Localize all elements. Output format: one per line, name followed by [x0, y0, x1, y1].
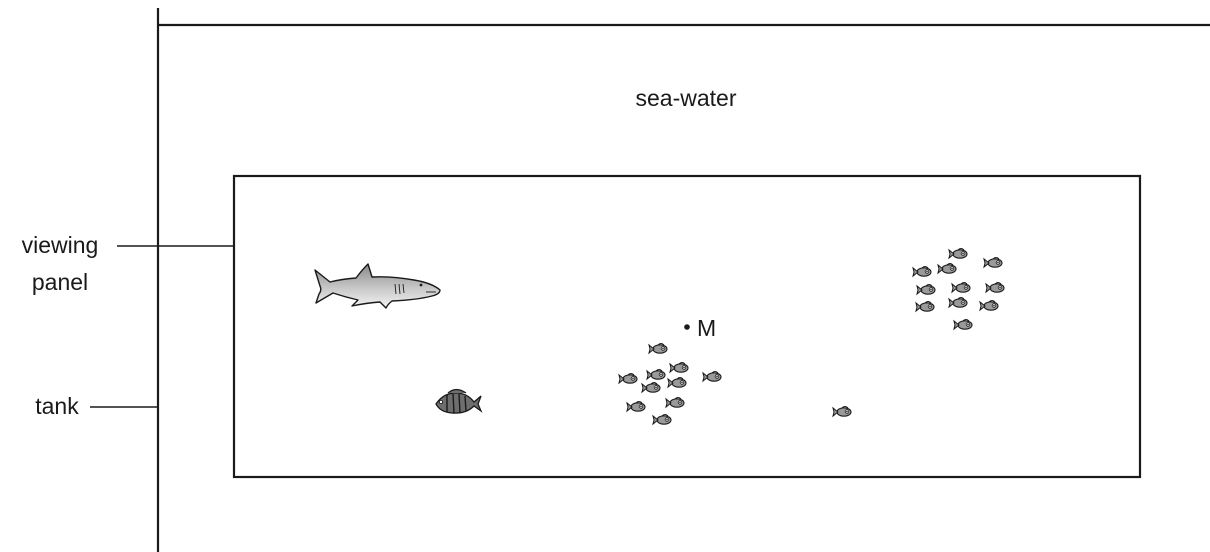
single-small-fish-icon: [832, 405, 852, 417]
viewing-panel: [232, 174, 1142, 479]
shark-icon: [314, 263, 441, 309]
viewing-panel-label-line2: panel: [32, 269, 88, 295]
tank-label: tank: [35, 393, 79, 419]
striped-fish-icon: [435, 388, 483, 414]
viewing-panel-label-line1: viewing: [22, 232, 99, 258]
sea-water-label: sea-water: [636, 85, 737, 111]
small-fish-school-icon: [618, 342, 722, 425]
point-m-label: M: [697, 315, 716, 341]
small-fish-school-icon: [912, 247, 1005, 330]
point-m-dot: [684, 324, 690, 330]
